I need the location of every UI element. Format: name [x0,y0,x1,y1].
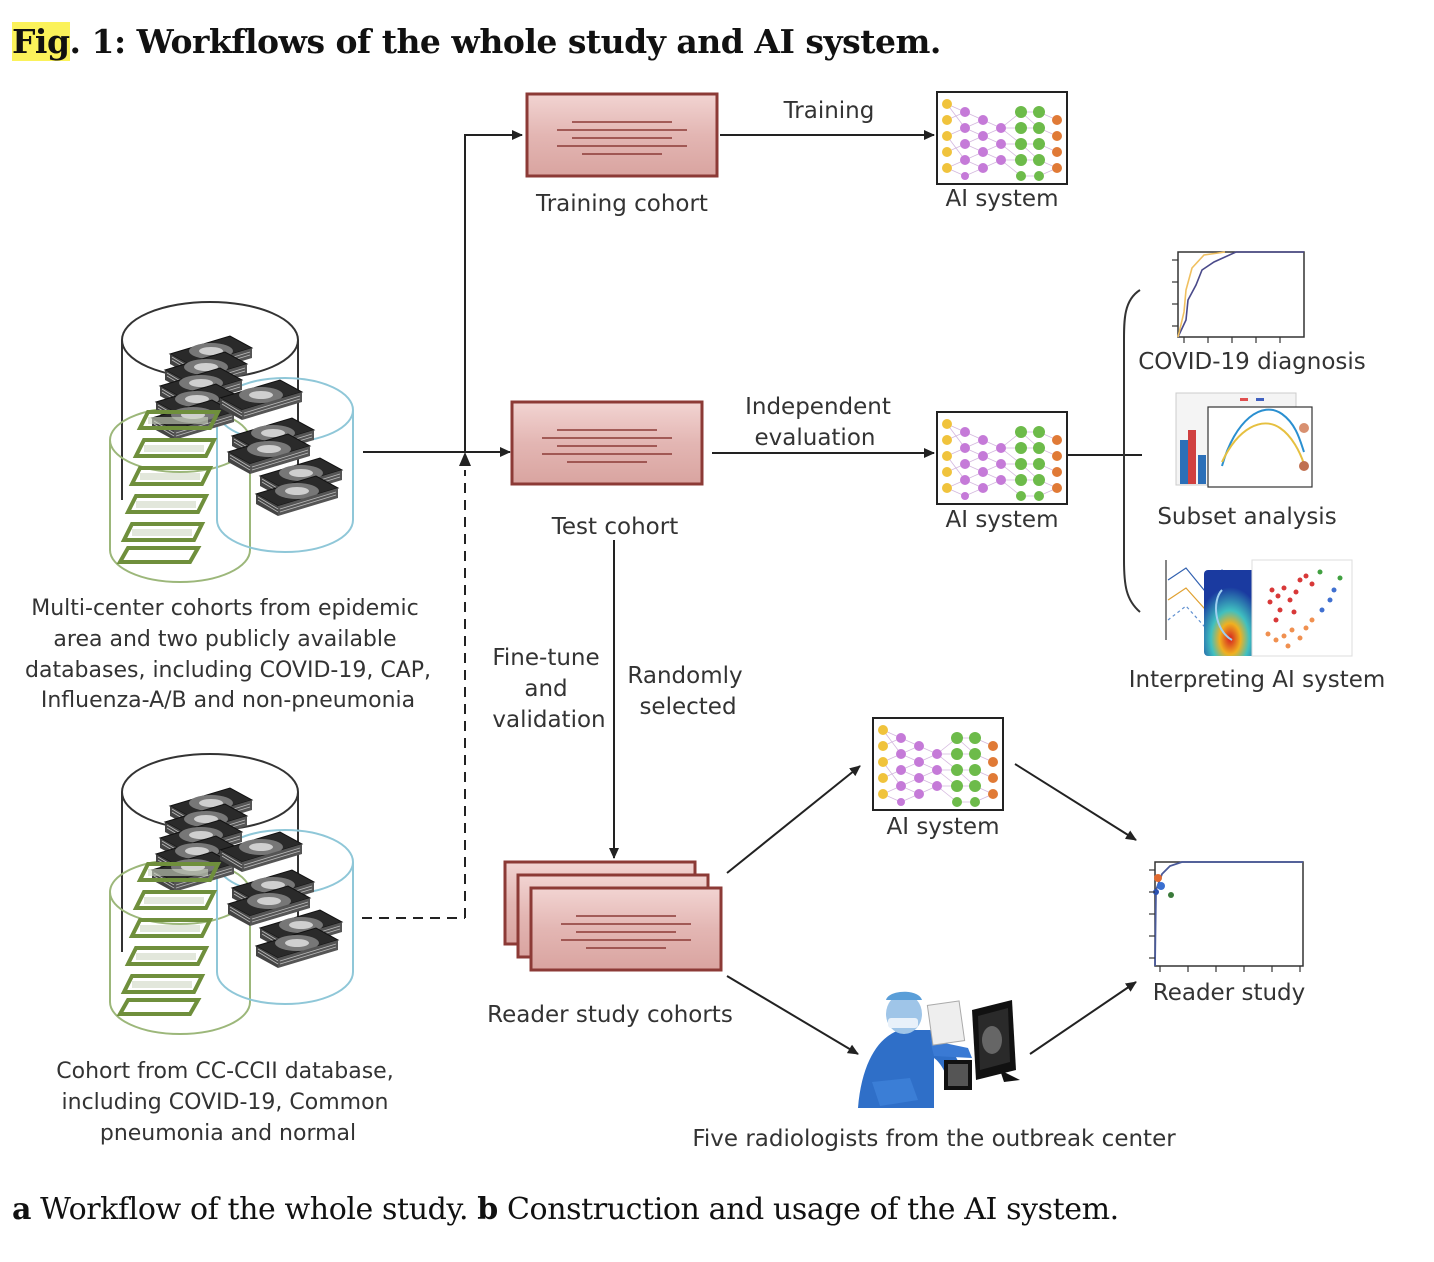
multi-center-desc-line3: databases, including COVID-19, CAP, [25,658,431,683]
cc-ccii-database-illustration [110,754,353,1034]
edge-selected-label: selected [639,694,736,720]
reader-study-label: Reader study [1153,980,1306,1006]
edge-independent-label: Independent [745,394,891,420]
edge-evaluation-label: evaluation [755,425,876,451]
ai-system-label-1: AI system [946,186,1059,212]
ai-system-label-3: AI system [887,814,1000,840]
reader-study-plot [1149,861,1304,972]
title-text: . 1: Workflows of the whole study and AI… [69,22,942,61]
caption-b-letter: b [477,1192,498,1227]
reader-study-cohorts-label: Reader study cohorts [487,1002,733,1028]
multi-center-desc-line4: Influenza-A/B and non-pneumonia [41,688,415,713]
roc-curve-thumbnail [1172,251,1305,343]
reader-study-cohorts-stack [503,860,723,972]
caption-a-letter: a [12,1192,32,1227]
edge-randomly-label: Randomly [627,663,742,689]
ai-system-icon-training [936,91,1068,185]
radiologists-label: Five radiologists from the outbreak cent… [692,1126,1176,1152]
edge-and-label: and [524,676,567,702]
multi-center-desc-line2: area and two publicly available [53,627,396,652]
ai-system-label-2: AI system [946,507,1059,533]
edge-finetune-label: Fine-tune [492,645,599,671]
caption-b-text: Construction and usage of the AI system. [497,1192,1119,1227]
training-cohort-box [525,92,719,178]
radiologist-illustration [858,991,1020,1108]
test-cohort-box [510,400,704,486]
multi-center-desc-line1: Multi-center cohorts from epidemic [31,596,419,621]
caption-a-text: Workflow of the whole study. [31,1192,478,1227]
figure-title: Fig. 1: Workflows of the whole study and… [12,22,941,61]
edge-validation-label: validation [492,707,605,733]
interpreting-label: Interpreting AI system [1129,667,1386,693]
ai-system-icon-reader [872,717,1004,811]
interpretation-thumbnail [1165,559,1353,657]
training-cohort-label: Training cohort [535,191,708,217]
title-highlight: Fig [12,22,70,61]
cc-ccii-desc-line1: Cohort from CC-CCII database, [56,1059,393,1084]
edge-training-label: Training [783,98,875,124]
test-cohort-label: Test cohort [551,514,678,540]
multi-center-database-illustration [110,302,353,582]
cc-ccii-desc-line2: including COVID-19, Common [62,1090,389,1115]
subset-analysis-thumbnail [1175,392,1313,488]
subset-analysis-label: Subset analysis [1157,504,1336,530]
ai-system-icon-evaluation [936,411,1068,505]
covid-diagnosis-label: COVID-19 diagnosis [1138,349,1366,375]
cc-ccii-desc-line3: pneumonia and normal [100,1121,356,1146]
figure-caption: a Workflow of the whole study. b Constru… [12,1192,1119,1227]
